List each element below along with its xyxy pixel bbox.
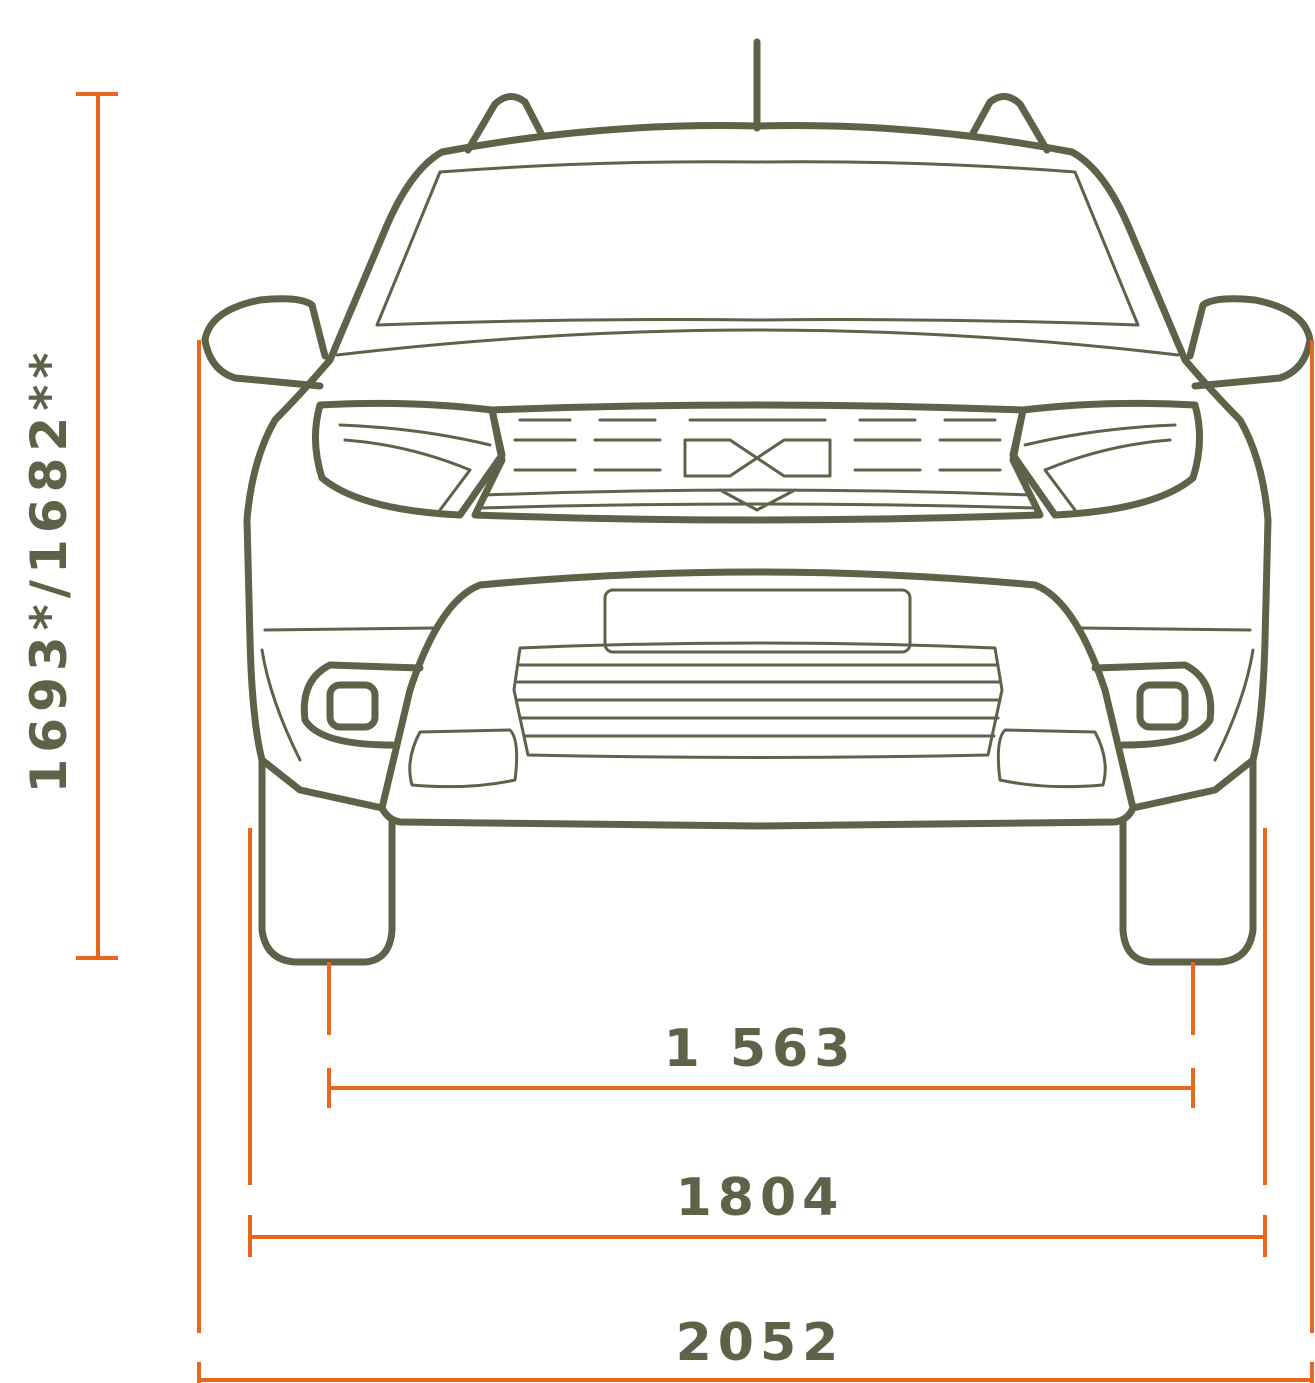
headlight-left-detail	[338, 423, 492, 512]
roof-rail-left	[464, 93, 546, 154]
grille-slats	[513, 418, 1002, 472]
headlight-right-detail	[1023, 423, 1177, 512]
wheel-right	[1119, 756, 1257, 966]
body-outline	[243, 148, 1272, 830]
fender-line-left	[260, 626, 437, 762]
wheel-left	[258, 756, 396, 966]
mirror-right	[1186, 295, 1314, 390]
fog-light-housing-right	[1091, 661, 1215, 749]
height-label: 1693*/1682**	[20, 346, 78, 793]
windshield	[375, 160, 1140, 327]
license-plate	[603, 588, 912, 654]
roof	[438, 122, 1076, 156]
fog-light-left	[326, 681, 379, 731]
car-front-outline	[201, 38, 1314, 966]
mirror-left	[201, 295, 329, 390]
height-dimension: 1693*/1682**	[20, 92, 118, 960]
logo-badge	[683, 438, 832, 478]
lower-upper-grille-mesh	[478, 488, 1037, 512]
hood-line	[335, 328, 1180, 357]
fog-light-right	[1136, 681, 1189, 731]
width-with-mirrors-dimension: 2052	[197, 340, 1314, 1383]
track-dimension: 1 563	[327, 962, 1195, 1108]
bumper-cladding	[378, 568, 1137, 812]
headlight-left	[311, 399, 506, 519]
upper-grille	[471, 401, 1044, 524]
width-dimension: 1804	[248, 828, 1267, 1257]
vent-left	[408, 728, 519, 789]
fog-light-housing-left	[300, 661, 424, 749]
fender-line-right	[1078, 626, 1255, 762]
vent-right	[996, 728, 1107, 789]
roof-rail-right	[968, 93, 1051, 154]
headlight-right	[1009, 399, 1204, 519]
lower-grille	[512, 641, 1004, 759]
width-label: 1804	[676, 1168, 845, 1228]
width-with-mirrors-label: 2052	[676, 1313, 845, 1373]
lower-grille-mesh	[516, 663, 1002, 738]
track-label: 1 563	[664, 1019, 857, 1079]
